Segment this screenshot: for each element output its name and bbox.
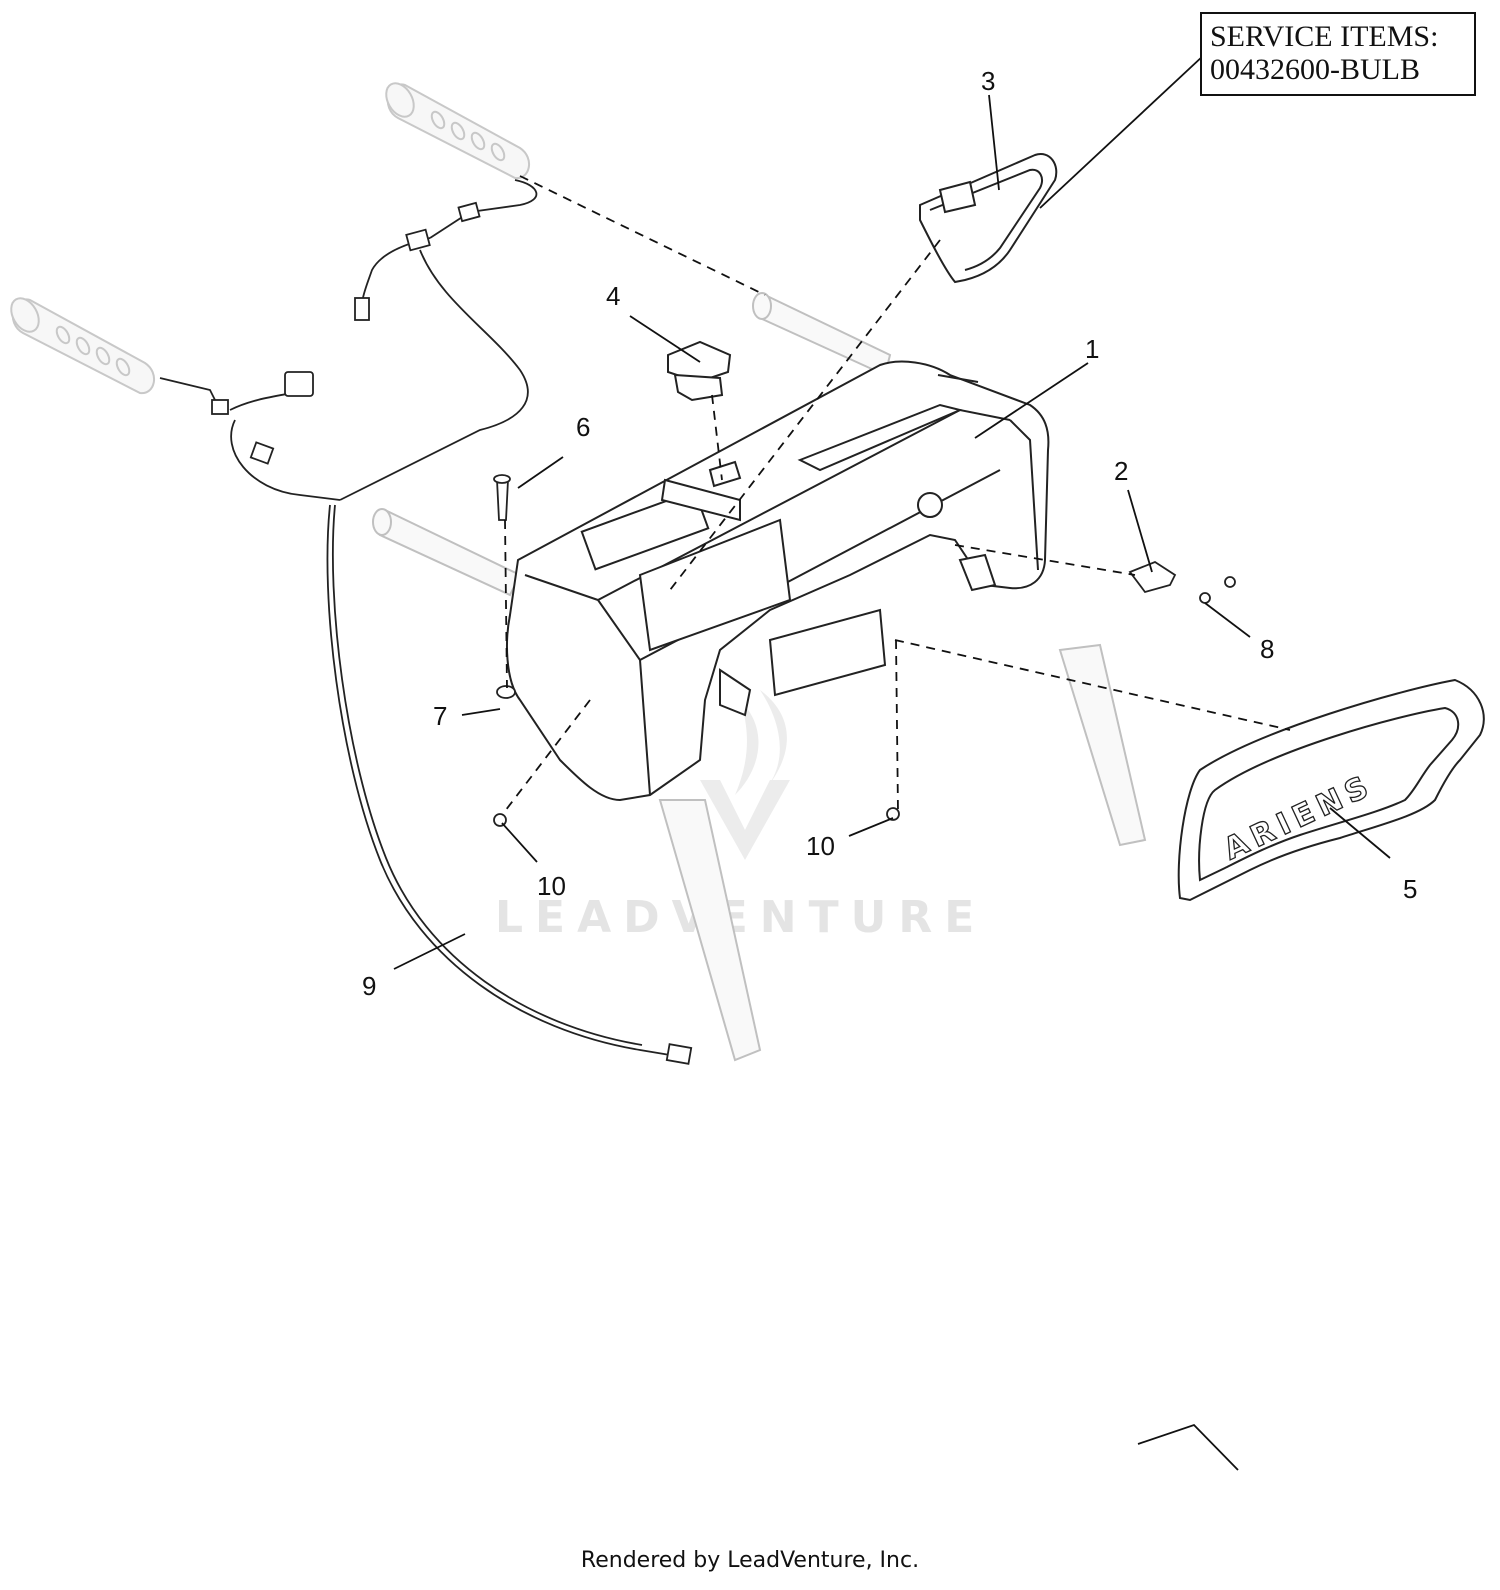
light-switch — [667, 340, 732, 402]
harness-connectors — [211, 201, 693, 1065]
callout-2: 2 — [1114, 456, 1128, 486]
watermark-logo — [700, 690, 790, 860]
callout-9: 9 — [362, 971, 376, 1001]
wiring-harness — [159, 179, 671, 1056]
callout-8: 8 — [1260, 634, 1274, 664]
callout-5: 5 — [1403, 874, 1417, 904]
leader-lines — [393, 54, 1391, 970]
callout-3: 3 — [981, 66, 995, 96]
callout-1: 1 — [1085, 334, 1099, 364]
hardware — [493, 474, 1236, 827]
dash-panel — [506, 360, 1050, 802]
service-items-box: SERVICE ITEMS: 00432600-BULB — [1200, 12, 1476, 96]
upper-grip — [385, 82, 530, 180]
callout-7: 7 — [433, 701, 447, 731]
service-items-label: SERVICE ITEMS: — [1210, 20, 1439, 53]
callout-10-left: 10 — [537, 871, 566, 901]
handle-tubes — [372, 292, 1147, 1062]
headlight — [919, 153, 1058, 284]
callout-4: 4 — [606, 281, 620, 311]
corner-mark — [1137, 1423, 1239, 1471]
callout-6: 6 — [576, 412, 590, 442]
callout-10-right: 10 — [806, 831, 835, 861]
footer-credit: Rendered by LeadVenture, Inc. — [580, 1548, 920, 1573]
service-items-part-number: 00432600-BULB — [1210, 53, 1420, 86]
lower-grip — [10, 297, 155, 395]
assembly-lines — [501, 175, 1291, 816]
watermark-text: LEADVENTURE — [495, 892, 986, 943]
logo-panel — [1177, 678, 1485, 902]
